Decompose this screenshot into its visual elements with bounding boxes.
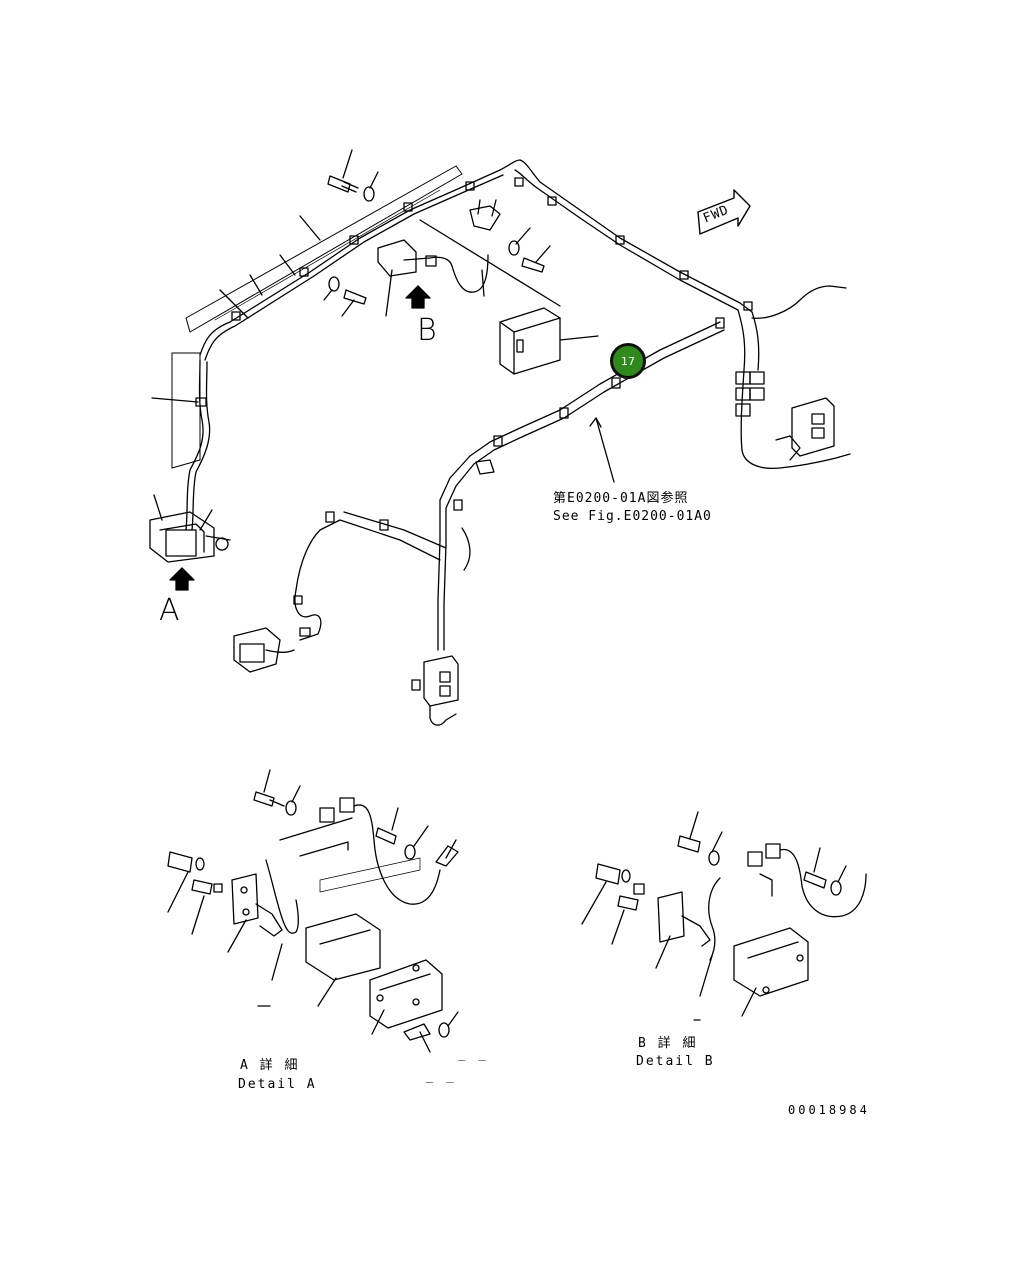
drawing-number: 00018984	[788, 1103, 870, 1117]
detail-b-title-en: Detail B	[636, 1054, 715, 1069]
callout-17-button[interactable]: 17	[610, 343, 646, 379]
dash-mark-2: _ _	[426, 1069, 457, 1083]
detail-a-title-en: Detail A	[238, 1077, 317, 1092]
detail-a-drawing	[167, 769, 459, 1053]
reference-note-en: See Fig.E0200-01A0	[553, 509, 712, 524]
main-harness-assembly	[149, 149, 851, 726]
callout-number: 17	[621, 355, 635, 368]
view-b-label: B	[417, 313, 437, 348]
reference-note-jp: 第E0200-01A図参照	[553, 491, 689, 506]
detail-b-title-jp: B 詳 細	[638, 1036, 698, 1051]
view-a-label: A	[159, 593, 180, 628]
detail-b-drawing	[581, 811, 867, 1021]
detail-a-title-jp: A 詳 細	[240, 1058, 300, 1073]
dash-mark-1: _ _	[458, 1047, 489, 1061]
